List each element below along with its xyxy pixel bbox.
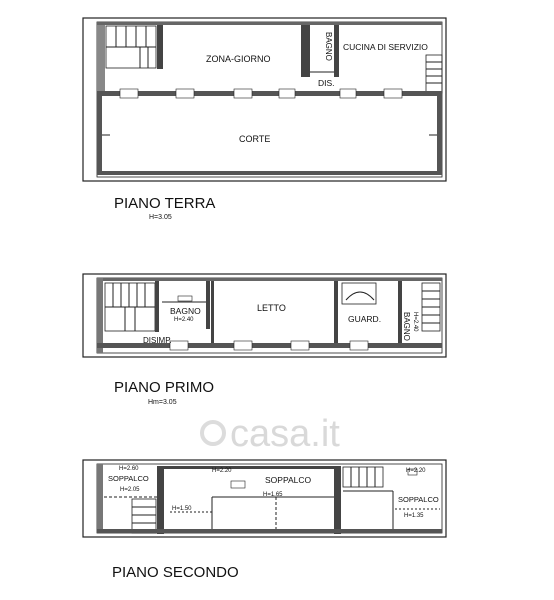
room-dis: DIS. [318,78,335,88]
piano-secondo-plan [82,459,447,538]
room-bagno-primo: BAGNO [170,306,201,316]
height-bagno-primo-2: H=2.40 [412,312,418,332]
staircase-secondo-right [342,466,384,488]
room-soppalco-left: SOPPALCO [108,474,149,483]
height-mid-center: H=1.65 [263,492,283,498]
staircase-right [425,54,443,94]
room-bagno-primo-2: BAGNO [402,312,411,341]
room-corte: CORTE [239,134,270,144]
watermark: casa.it [200,413,340,455]
room-disimpegno: DISIMP. [143,336,172,345]
piano-primo-plan [82,273,447,358]
piano-terra-plan [82,17,447,182]
room-soppalco-right: SOPPALCO [398,495,439,504]
staircase-primo-left [104,282,156,332]
title-piano-terra: PIANO TERRA [114,195,215,212]
height-mid-top: H=2.20 [212,468,232,474]
height-mid-low: H=1.50 [172,506,192,512]
piano-terra-labels: ZONA-GIORNO BAGNO CUCINA DI SERVIZIO DIS… [206,32,428,144]
height-left-bottom: H=2.05 [120,487,140,493]
title-piano-primo: PIANO PRIMO [114,379,214,396]
room-bagno-terra: BAGNO [324,32,333,61]
height-right-top: H=2.20 [406,468,426,474]
staircase-left [105,25,157,69]
staircase-primo-mid [341,282,377,305]
room-letto: LETTO [257,303,286,313]
height-left-top: H=2.60 [119,466,139,472]
height-piano-primo: Hm=3.05 [148,399,177,406]
room-zona-giorno: ZONA-GIORNO [206,54,271,64]
room-soppalco-mid: SOPPALCO [265,475,312,485]
height-bagno-primo: H=2.40 [174,317,194,323]
piano-primo-labels: BAGNO H=2.40 LETTO GUARD. BAGNO H=2.40 D… [143,303,418,345]
height-right-bottom: H=1.35 [404,513,424,519]
room-cucina-servizio: CUCINA DI SERVIZIO [343,42,428,52]
staircase-primo-right [421,282,441,332]
height-piano-terra: H=3.05 [149,214,172,221]
watermark-text: casa.it [230,413,340,455]
room-guardaroba: GUARD. [348,314,381,324]
staircase-secondo-left [131,498,157,534]
title-piano-secondo: PIANO SECONDO [112,564,239,581]
piano-secondo-labels: H=2.60 SOPPALCO H=2.05 H=2.20 SOPPALCO H… [108,466,439,519]
